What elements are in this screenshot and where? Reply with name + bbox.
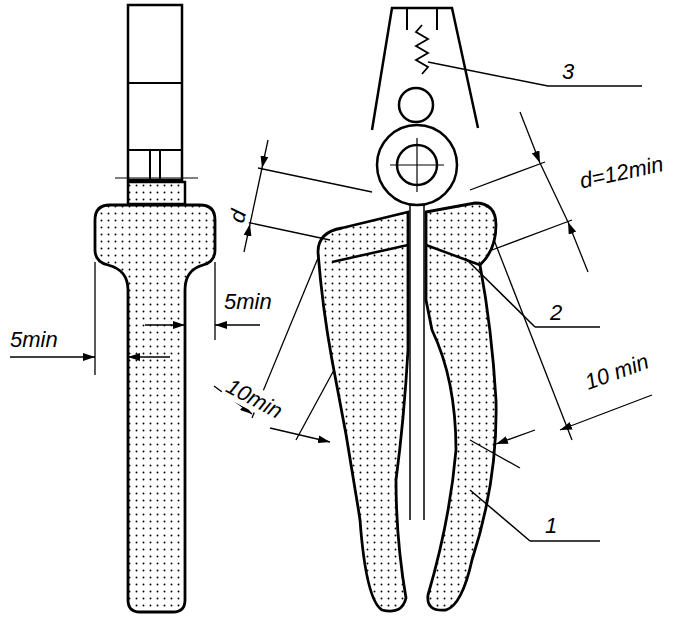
dimension-label: 10min (220, 373, 288, 424)
callout-number: 2 (548, 301, 564, 325)
callout-number: 1 (543, 514, 559, 538)
dimension-label: 10 min (580, 349, 654, 396)
callout-number: 3 (560, 60, 576, 84)
dimension-label: d (224, 205, 251, 227)
dimension-label: 5min (222, 290, 274, 314)
dimension-label: 5min (8, 328, 60, 352)
dimension-label: d=12min (576, 152, 668, 194)
